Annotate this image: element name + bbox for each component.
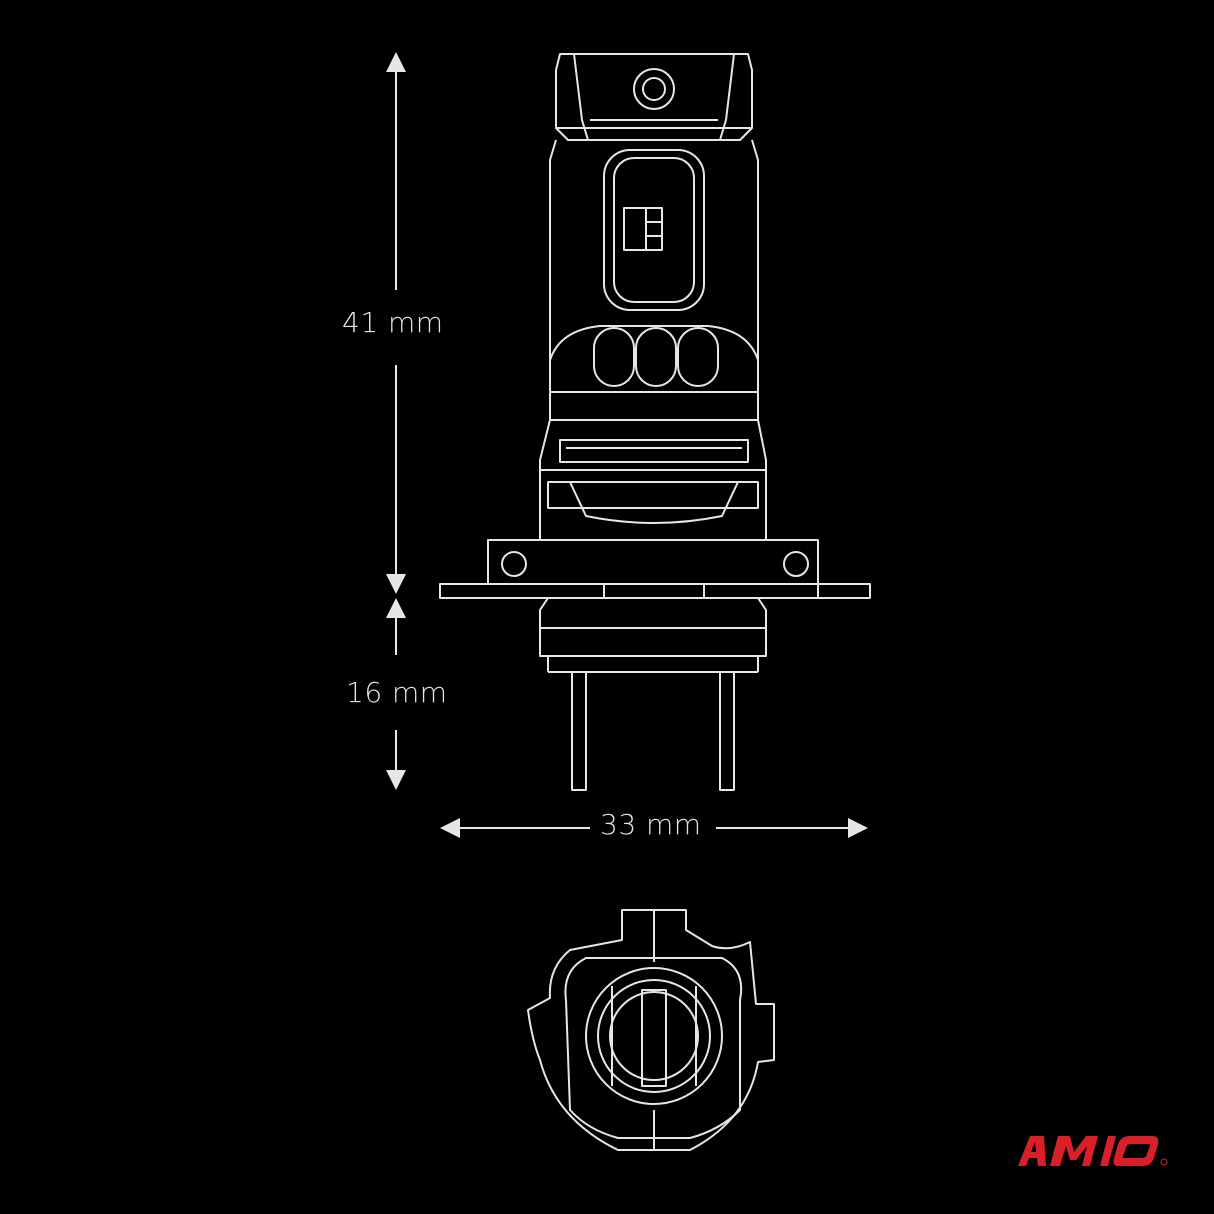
height-main-label: 41 mm <box>342 306 444 339</box>
brand-logo <box>1018 1136 1168 1166</box>
dimension-lines <box>386 52 868 838</box>
amio-logo-icon <box>1018 1136 1159 1166</box>
h7-base-bottom-drawing <box>527 909 775 1151</box>
width-label: 33 mm <box>600 808 702 841</box>
height-base-label: 16 mm <box>346 676 448 709</box>
h7-led-bulb-side-drawing <box>439 53 871 791</box>
